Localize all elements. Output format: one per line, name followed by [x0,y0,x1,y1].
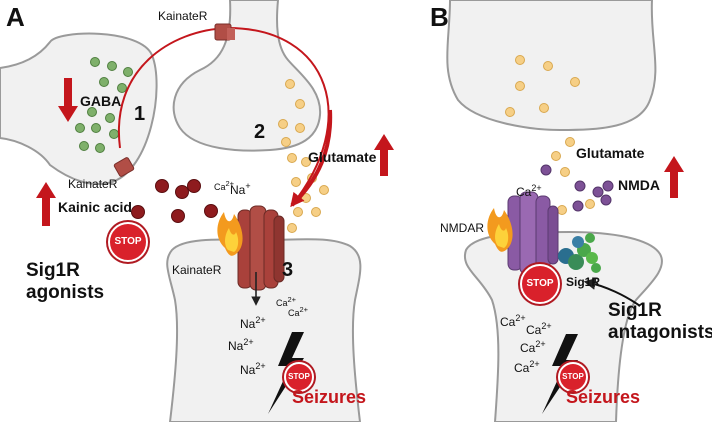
calcium-ion-top: Ca2+ [214,179,235,192]
sodium-ion-1: Na2+ [240,315,266,331]
kainate-receptor-label-post: KainateR [172,263,222,277]
stop-sign-icon: STOP [284,362,314,392]
down-arrow-icon [58,78,78,122]
sig1r-label: Sig1R [566,275,601,289]
sodium-ion-3: Na2+ [240,361,266,377]
seizures-label-a: Seizures [292,387,367,407]
stop-sign-icon: STOP [558,362,588,392]
sig1r-agonists-label: Sig1R agonists [26,260,105,303]
kainate-receptor-top [214,23,235,41]
postsynaptic-neuron-b [463,230,663,422]
lightning-bolt-icon [268,332,304,414]
panel-label-a: A [6,2,25,32]
glutamate-presynaptic-terminal [172,0,322,152]
panel-label-b: B [430,2,449,32]
lightning-bolt-icon [542,334,578,414]
glutamate-label-a: Glutamate [308,149,377,165]
sodium-ion-top: Na+ [230,181,251,197]
kainic-acid-label: Kainic acid [58,199,132,215]
calcium-ion-1: Ca2+ [276,295,297,308]
up-arrow-icon [374,134,394,176]
up-arrow-icon [664,156,684,198]
sig1r-protein [558,233,601,273]
calcium-ion-top-b: Ca2+ [516,183,542,199]
flame-icon [487,208,513,252]
glutamate-vesicles-a [278,79,329,233]
antagonist-pointer [583,278,641,307]
kainate-receptor-label-left: KainateR [68,177,118,191]
flame-icon [217,212,243,256]
step-1-label: 1 [134,103,146,125]
kainate-receptor-left [113,157,135,177]
gaba-vesicles [75,57,133,153]
step-3-label: 3 [282,259,294,281]
nmda-molecules [540,164,614,212]
calcium-ion-1-b: Ca2+ [500,313,526,329]
sodium-ion-2: Na2+ [228,337,254,353]
nmda-receptor [507,191,559,275]
gaba-presynaptic-terminal [0,32,158,186]
kainate-receptor-postsynaptic [237,205,285,291]
nmdar-label: NMDAR [440,221,484,235]
stop-sign-icon: STOP [108,222,148,262]
glutamate-vesicles-b [505,55,595,215]
calcium-ion-3-b: Ca2+ [520,339,546,355]
calcium-ion-4-b: Ca2+ [514,359,540,375]
glutamate-label-b: Glutamate [576,145,645,161]
sig1r-antagonists-label: Sig1R antagonists [608,300,712,343]
gaba-label: GABA [80,93,122,109]
kainate-pathway-arrow-thick [290,109,333,207]
kainate-receptor-label-top: KainateR [158,9,208,23]
kainate-pathway-arrow [117,26,330,208]
step-2-label: 2 [254,121,266,143]
kainic-acid-molecules [131,179,218,223]
nmda-label: NMDA [618,177,660,193]
calcium-ion-2-b: Ca2+ [526,321,552,337]
stop-sign-icon: STOP [520,264,560,304]
calcium-ion-2: Ca2+ [288,305,309,318]
seizures-label-b: Seizures [566,387,641,407]
up-arrow-icon [36,182,56,226]
